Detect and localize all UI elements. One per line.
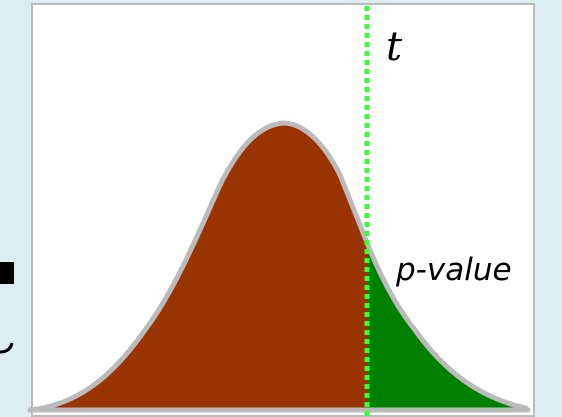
density-curve (27, 120, 529, 413)
distribution-body-area (30, 123, 368, 410)
cropped-text-fragment-2 (0, 342, 14, 354)
cropped-text-fragment (0, 262, 14, 284)
threshold-label: t (386, 24, 403, 70)
p-value-tail-area (368, 245, 526, 410)
p-value-label: p-value (395, 252, 512, 288)
